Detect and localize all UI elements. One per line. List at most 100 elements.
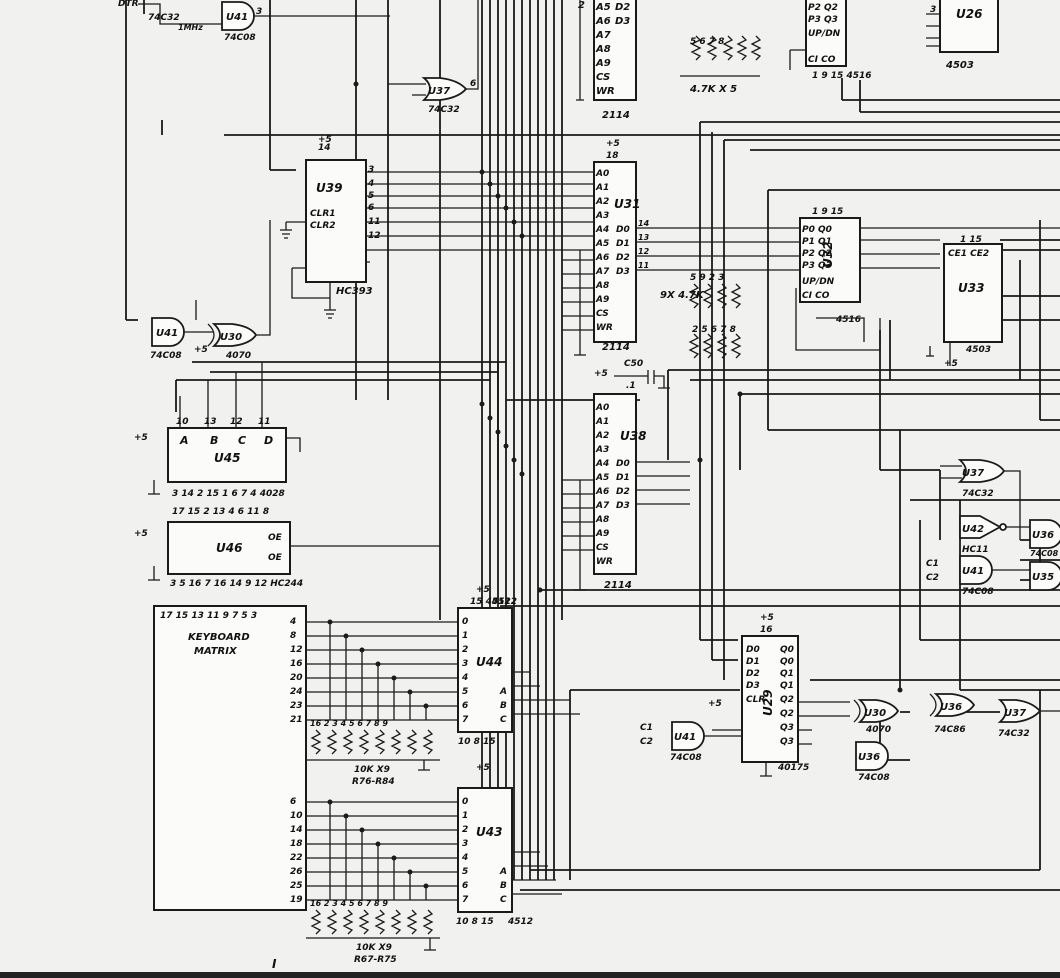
u31-ref: U31 bbox=[614, 197, 640, 211]
svg-text:P0 Q0: P0 Q0 bbox=[802, 225, 832, 235]
u29-part: 40175 bbox=[777, 763, 809, 773]
svg-text:18: 18 bbox=[606, 151, 619, 161]
u46-ref: U46 bbox=[216, 541, 242, 555]
chip-u38: U38 2114 A0 A1 A2 A3 A4 A5 A6 A7 A8 A9 C… bbox=[562, 359, 690, 591]
rpack1-ref: R76-R84 bbox=[352, 777, 395, 787]
svg-text:3: 3 bbox=[930, 5, 936, 15]
u45-plus5: +5 bbox=[134, 433, 148, 443]
svg-text:D3: D3 bbox=[615, 16, 630, 27]
svg-text:D1: D1 bbox=[746, 657, 760, 667]
rpack-top-label: 4.7K X 5 bbox=[689, 84, 737, 95]
svg-text:18: 18 bbox=[290, 839, 303, 849]
svg-text:A5: A5 bbox=[595, 239, 609, 249]
svg-text:15 4512: 15 4512 bbox=[470, 597, 511, 607]
svg-text:A9: A9 bbox=[595, 529, 609, 539]
svg-text:A: A bbox=[499, 687, 507, 697]
svg-text:7: 7 bbox=[462, 715, 469, 725]
svg-text:A3: A3 bbox=[595, 211, 609, 221]
u36-a-part: 74C08 bbox=[1030, 549, 1059, 558]
svg-text:11: 11 bbox=[368, 217, 381, 227]
svg-text:A5: A5 bbox=[595, 2, 611, 13]
rpack1-label: 10K X9 bbox=[354, 765, 390, 775]
svg-text:A8: A8 bbox=[595, 44, 611, 55]
svg-text:D2: D2 bbox=[615, 2, 630, 13]
svg-text:C: C bbox=[500, 715, 507, 725]
u41-right-ref: U41 bbox=[962, 566, 984, 577]
svg-text:D1: D1 bbox=[616, 473, 630, 483]
u36-c-ref: U36 bbox=[940, 702, 962, 713]
chip-u45: U45 A B C D 10 13 12 11 3 14 2 15 1 6 7 … bbox=[134, 362, 301, 499]
svg-text:CS: CS bbox=[596, 72, 610, 83]
svg-text:1: 1 bbox=[462, 811, 468, 821]
svg-text:P3 Q3: P3 Q3 bbox=[802, 261, 832, 271]
c1-label-b: C1 bbox=[640, 723, 653, 733]
u41-right-part: 74C08 bbox=[962, 587, 994, 597]
resistor-pack-r76: 16 2 3 4 5 6 7 8 9 10K X9 R76-R84 bbox=[306, 719, 440, 787]
u30-bot-part: 4070 bbox=[865, 725, 891, 735]
svg-text:A3: A3 bbox=[595, 445, 609, 455]
svg-text:D0: D0 bbox=[746, 645, 760, 655]
svg-text:WR: WR bbox=[596, 557, 613, 567]
svg-text:0: 0 bbox=[462, 617, 468, 627]
kbd-label-1: KEYBOARD bbox=[188, 632, 250, 643]
svg-text:4: 4 bbox=[289, 617, 296, 627]
u41-bot-ref: U41 bbox=[674, 732, 696, 743]
u43-part: 4512 bbox=[507, 917, 533, 927]
u38-plus5: +5 bbox=[594, 369, 608, 379]
u44-ref: U44 bbox=[476, 655, 502, 669]
svg-text:CLR2: CLR2 bbox=[310, 221, 336, 231]
u41-bot-part: 74C08 bbox=[670, 753, 702, 763]
svg-text:12: 12 bbox=[638, 247, 650, 256]
u39-plus5: +5 bbox=[318, 135, 332, 145]
svg-text:2: 2 bbox=[462, 645, 468, 655]
gate-u30-bot: U30 4070 bbox=[853, 699, 900, 735]
gate-u41-bot: U41 74C08 C1 C2 bbox=[640, 721, 742, 763]
svg-text:4: 4 bbox=[461, 853, 468, 863]
u41-mid-part: 74C08 bbox=[150, 351, 182, 361]
svg-text:1 9 15 4516: 1 9 15 4516 bbox=[812, 71, 872, 81]
svg-text:6: 6 bbox=[470, 79, 476, 89]
svg-text:CS: CS bbox=[596, 309, 609, 319]
svg-text:6: 6 bbox=[462, 881, 468, 891]
clk-label: 1MHz bbox=[178, 23, 203, 32]
svg-text:10: 10 bbox=[290, 811, 303, 821]
u37-bot-ref: U37 bbox=[1004, 708, 1026, 719]
svg-text:CI CO: CI CO bbox=[808, 55, 836, 65]
svg-text:Q0: Q0 bbox=[780, 645, 794, 655]
junctions bbox=[327, 81, 903, 889]
svg-text:16: 16 bbox=[290, 659, 303, 669]
svg-text:P2 Q2: P2 Q2 bbox=[808, 3, 838, 13]
svg-text:A9: A9 bbox=[595, 295, 609, 305]
gate-u30-mid: U30 4070 +5 bbox=[184, 220, 271, 361]
bus-lines bbox=[125, 0, 563, 880]
svg-text:D3: D3 bbox=[616, 267, 630, 277]
svg-text:23: 23 bbox=[290, 701, 303, 711]
svg-text:10 8 15: 10 8 15 bbox=[458, 737, 496, 747]
svg-text:B: B bbox=[210, 434, 218, 447]
svg-text:UP/DN: UP/DN bbox=[808, 29, 841, 39]
svg-text:74C32: 74C32 bbox=[148, 13, 180, 23]
svg-text:CLR: CLR bbox=[746, 695, 765, 705]
chip-top-part: 2114 bbox=[602, 110, 630, 121]
svg-text:1: 1 bbox=[462, 631, 468, 641]
svg-text:16: 16 bbox=[760, 625, 773, 635]
svg-text:A0: A0 bbox=[595, 169, 609, 179]
svg-text:21: 21 bbox=[290, 715, 303, 725]
svg-text:P3 Q3: P3 Q3 bbox=[808, 15, 838, 25]
chip-u26: U26 4503 3 bbox=[926, 0, 999, 71]
rpack-mid-label: 9X 4.7K bbox=[660, 290, 705, 301]
u45-ref: U45 bbox=[214, 451, 240, 465]
svg-text:Q2: Q2 bbox=[780, 695, 794, 705]
u30-bot-ref: U30 bbox=[864, 708, 886, 719]
svg-text:D2: D2 bbox=[616, 487, 630, 497]
svg-text:11: 11 bbox=[258, 417, 271, 427]
svg-text:7: 7 bbox=[462, 895, 469, 905]
svg-text:5: 5 bbox=[462, 867, 468, 877]
u43-plus5: +5 bbox=[476, 763, 490, 773]
svg-text:3: 3 bbox=[462, 839, 468, 849]
chip-top-2114: 2 A5 A6 A7 A8 A9 CS WR D2 D3 2114 bbox=[576, 0, 637, 121]
svg-text:12: 12 bbox=[368, 231, 381, 241]
svg-text:24: 24 bbox=[290, 687, 303, 697]
gate-u36-bot: U36 74C08 bbox=[855, 741, 890, 783]
